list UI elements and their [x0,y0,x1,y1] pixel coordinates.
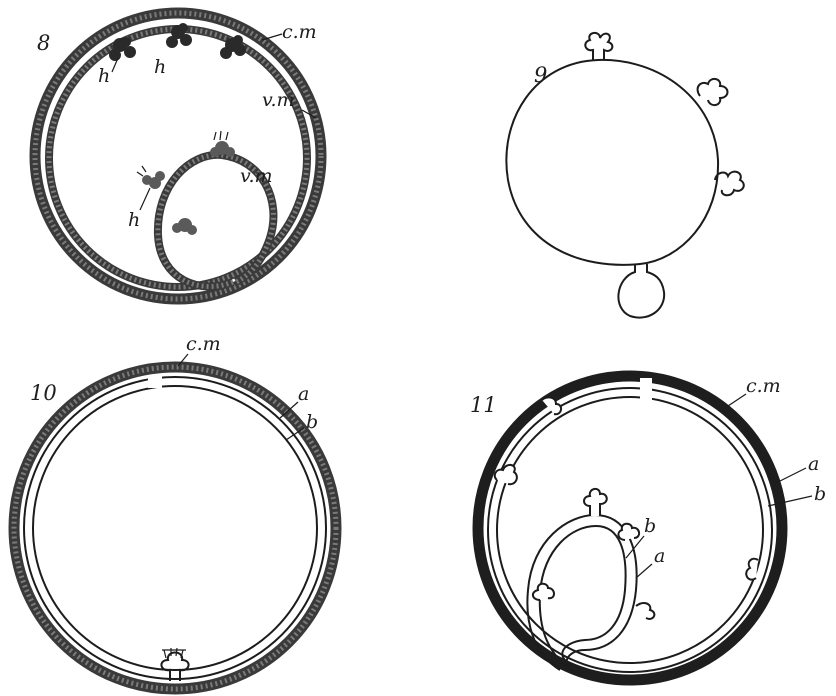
fig8-crown [214,131,228,140]
figure-8: 8 c.m v.m v.m h h h [35,13,321,299]
fig8-leader-h3 [140,188,150,210]
fig8-hooklet [210,141,235,157]
fig9-bud [715,172,744,196]
fig10-layer-b [33,386,317,670]
fig11-label-a-outer: a [808,453,819,475]
fig8-label-cm: c.m [282,21,317,43]
fig11-bud [618,524,639,540]
fig8-label-h1: h [98,65,110,87]
fig11-label-b-outer: b [814,483,826,505]
fig8-label-vm-inner: v.m [240,165,273,187]
fig8-label-h2: h [154,56,166,78]
fig8-label-h3: h [128,209,140,231]
fig10-number: 10 [30,381,57,405]
figure-9: 9 [506,33,743,318]
fig11-leader-a-outer [774,468,806,484]
fig8-hooklet [172,218,197,235]
fig8-label-vm-outer: v.m [262,89,295,111]
fig8-hooklet [142,171,165,189]
fig11-number: 11 [470,393,497,417]
fig9-bud [698,79,728,105]
fig9-number: 9 [534,63,547,87]
figure-11: 11 c.m a b b a [470,375,826,680]
fig11-bud [584,489,607,516]
fig10-label-cm: c.m [186,333,221,355]
fig10-layer-a [24,377,326,679]
fig11-label-a-inner: a [654,545,665,567]
fig9-vesicle-outline [506,60,718,265]
fig9-daughter-vesicle [618,264,664,318]
fig11-label-cm: c.m [746,375,781,397]
fig8-crown [137,166,146,176]
fig11-label-b-inner: b [644,515,656,537]
fig10-gap-mask [148,376,162,388]
fig11-bud [533,584,554,600]
fig11-bud [495,465,517,484]
fig11-gap-mask [640,378,652,402]
figure-10: 10 c.m a b [14,333,336,689]
fig11-leader-a-inner [636,564,652,578]
fig11-bud [636,603,654,619]
fig10-bud [161,648,188,681]
fig8-number: 8 [37,31,50,55]
fig11-leader-cm [728,394,746,406]
fig10-label-b: b [306,411,318,433]
fig9-bud [585,33,612,60]
fig10-label-a: a [298,383,309,405]
fig11-bud [746,559,758,580]
